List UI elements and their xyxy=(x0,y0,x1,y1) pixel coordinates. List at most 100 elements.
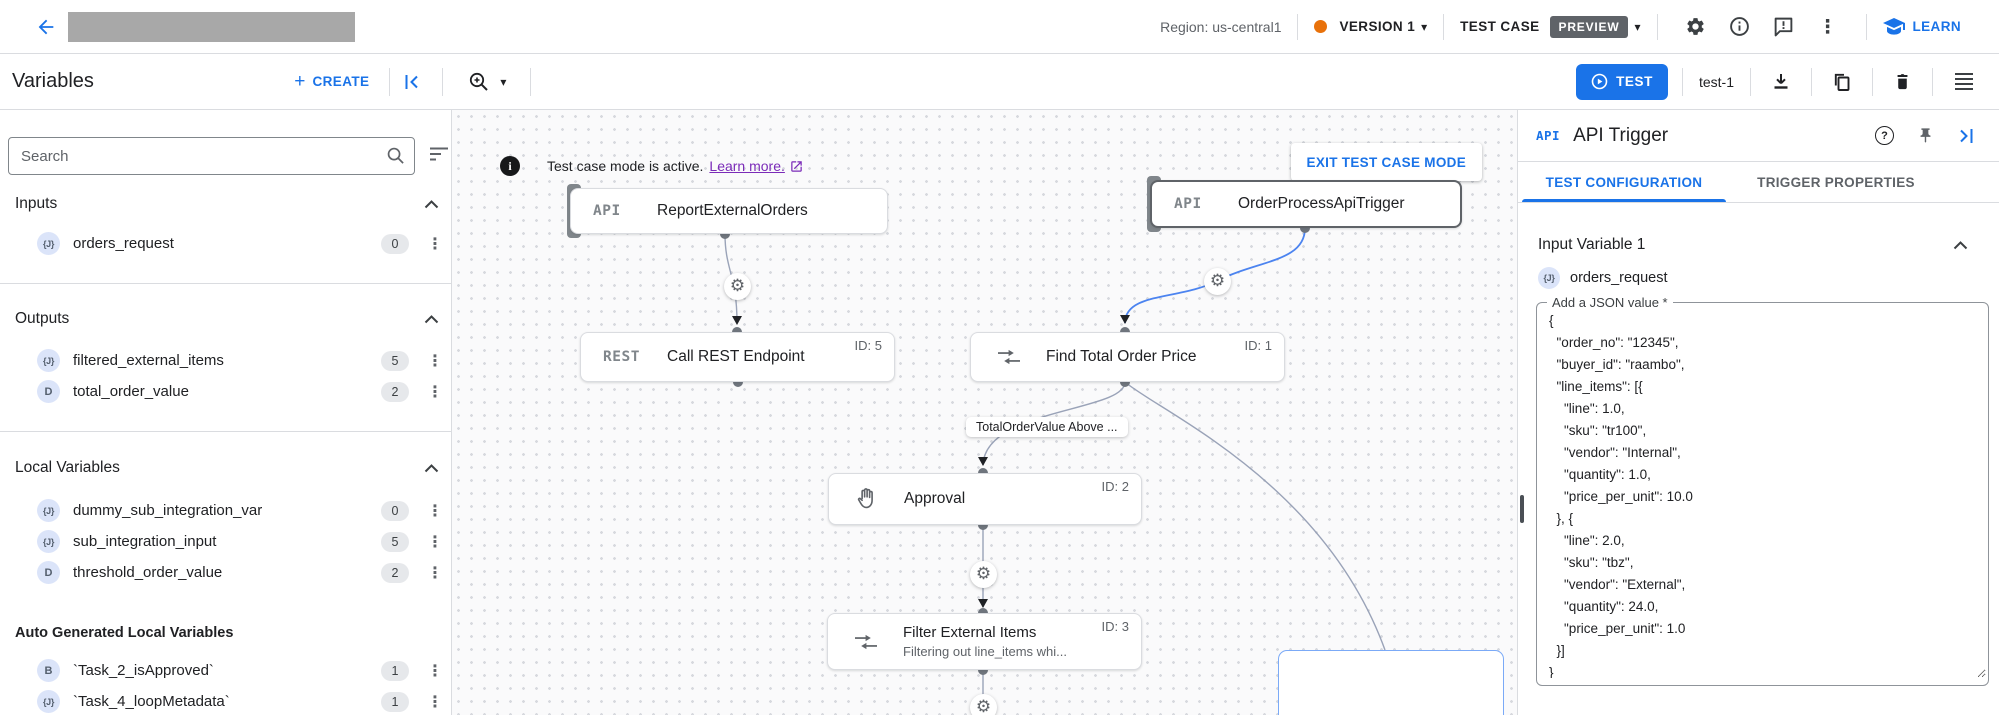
divider xyxy=(1811,67,1812,96)
kebab-menu-icon[interactable] xyxy=(427,563,443,583)
test-case-label: TEST CASE xyxy=(1460,19,1540,34)
search-icon[interactable] xyxy=(386,146,405,170)
double-type-icon: D xyxy=(37,561,60,584)
json-type-icon: {J} xyxy=(37,232,60,255)
kebab-menu-icon[interactable] xyxy=(427,661,443,681)
variable-row[interactable]: D threshold_order_value 2 xyxy=(0,557,451,588)
inputs-section-header: Inputs xyxy=(0,195,451,213)
node-subtitle: Filtering out line_items whi... xyxy=(903,644,1068,659)
node-id-label: ID: 3 xyxy=(1101,619,1129,634)
integration-canvas[interactable]: Test case mode is active. Learn more. EX… xyxy=(452,110,1517,715)
kebab-menu-icon[interactable] xyxy=(427,532,443,552)
chevron-up-icon[interactable] xyxy=(420,460,443,477)
kebab-menu-icon[interactable] xyxy=(427,234,443,254)
chevron-up-icon[interactable] xyxy=(1949,237,1972,254)
section-title: Outputs xyxy=(15,310,70,327)
learn-more-link[interactable]: Learn more. xyxy=(709,158,785,174)
usage-count-badge: 0 xyxy=(381,500,409,521)
task-node-find-total-order-price[interactable]: Find Total Order Price ID: 1 xyxy=(970,332,1285,382)
kebab-menu-icon[interactable] xyxy=(427,692,443,712)
tab-test-configuration[interactable]: TEST CONFIGURATION xyxy=(1518,162,1730,202)
collapse-panel-right-icon[interactable] xyxy=(1957,127,1975,145)
create-variable-button[interactable]: CREATE xyxy=(294,72,370,91)
preview-dropdown[interactable]: PREVIEW xyxy=(1540,15,1641,38)
variables-toolbar: Variables CREATE TEST test-1 xyxy=(0,54,1999,110)
divider xyxy=(1443,13,1445,40)
log-list-icon[interactable] xyxy=(1955,72,1973,91)
test-case-name[interactable]: test-1 xyxy=(1698,73,1734,90)
api-tag: API xyxy=(593,203,621,219)
task-node-filter-external-items[interactable]: Filter External Items Filtering out line… xyxy=(827,613,1142,670)
usage-count-badge: 0 xyxy=(381,233,409,254)
plus-icon xyxy=(294,72,306,91)
partial-node-bottom-right[interactable] xyxy=(1278,650,1504,715)
section-title: Auto Generated Local Variables xyxy=(15,625,234,641)
exit-test-case-mode-button[interactable]: EXIT TEST CASE MODE xyxy=(1290,143,1482,181)
variable-row[interactable]: {J} orders_request 0 xyxy=(0,228,451,259)
json-value-textarea[interactable]: { "order_no": "12345", "buyer_id": "raam… xyxy=(1539,310,1986,678)
variable-row[interactable]: {J} sub_integration_input 5 xyxy=(0,526,451,557)
node-title: OrderProcessApiTrigger xyxy=(1238,195,1405,212)
sort-icon[interactable] xyxy=(429,146,449,167)
divider xyxy=(442,67,444,96)
test-mode-banner: Test case mode is active. Learn more. xyxy=(500,156,803,176)
pin-icon[interactable] xyxy=(1917,127,1934,144)
help-icon[interactable] xyxy=(1875,126,1894,145)
variable-row[interactable]: {J} dummy_sub_integration_var 0 xyxy=(0,495,451,526)
chevron-down-icon xyxy=(494,73,506,91)
info-icon[interactable] xyxy=(1728,15,1752,39)
trigger-node-order-process-api-trigger[interactable]: API OrderProcessApiTrigger xyxy=(1150,180,1462,228)
kebab-menu-icon[interactable] xyxy=(427,351,443,371)
delete-trash-icon[interactable] xyxy=(1893,72,1912,91)
task-node-call-rest-endpoint[interactable]: REST Call REST Endpoint ID: 5 xyxy=(580,332,895,382)
task-node-approval[interactable]: Approval ID: 2 xyxy=(828,473,1142,525)
learn-button[interactable]: LEARN xyxy=(1882,17,1962,36)
learn-label: LEARN xyxy=(1912,19,1961,34)
divider xyxy=(389,67,391,96)
node-title: Find Total Order Price xyxy=(1046,348,1197,365)
more-options-kebab-icon[interactable] xyxy=(1816,15,1840,39)
trigger-node-report-external-orders[interactable]: API ReportExternalOrders xyxy=(570,188,888,234)
usage-count-badge: 1 xyxy=(381,660,409,681)
kebab-menu-icon[interactable] xyxy=(427,501,443,521)
test-button[interactable]: TEST xyxy=(1576,63,1668,100)
edge-config-gear-icon[interactable] xyxy=(970,561,997,588)
variable-row[interactable]: {J} `Task_4_loopMetadata` 1 xyxy=(0,686,451,715)
chevron-up-icon[interactable] xyxy=(420,196,443,213)
chevron-up-icon[interactable] xyxy=(420,311,443,328)
edge-config-gear-icon[interactable] xyxy=(724,273,751,300)
feedback-icon[interactable] xyxy=(1772,15,1796,39)
download-icon[interactable] xyxy=(1771,72,1791,92)
variable-name: sub_integration_input xyxy=(73,533,217,550)
variable-name: `Task_4_loopMetadata` xyxy=(73,693,230,710)
edge-config-gear-icon[interactable] xyxy=(1204,268,1231,295)
edge-condition-label[interactable]: TotalOrderValue Above ... xyxy=(966,417,1128,437)
external-link-icon[interactable] xyxy=(790,160,803,173)
settings-gear-icon[interactable] xyxy=(1684,15,1708,39)
collapse-panel-left-icon[interactable] xyxy=(403,73,421,91)
tab-trigger-properties[interactable]: TRIGGER PROPERTIES xyxy=(1757,174,1915,190)
kebab-menu-icon[interactable] xyxy=(427,382,443,402)
variable-row[interactable]: D total_order_value 2 xyxy=(0,376,451,407)
chevron-down-icon xyxy=(1628,18,1640,36)
double-type-icon: D xyxy=(37,380,60,403)
usage-count-badge: 1 xyxy=(381,691,409,712)
variable-name: orders_request xyxy=(73,235,174,252)
divider xyxy=(0,283,451,284)
copy-icon[interactable] xyxy=(1832,72,1852,92)
variable-row[interactable]: B `Task_2_isApproved` 1 xyxy=(0,655,451,686)
back-icon[interactable] xyxy=(34,15,58,39)
panel-scrollbar-thumb[interactable] xyxy=(1520,495,1524,523)
panel-title: API Trigger xyxy=(1573,124,1669,146)
variable-name: `Task_2_isApproved` xyxy=(73,662,214,679)
divider xyxy=(1297,13,1299,40)
search-input[interactable] xyxy=(8,137,415,175)
canvas-zoom-dropdown[interactable] xyxy=(468,71,506,93)
variable-row[interactable]: {J} filtered_external_items 5 xyxy=(0,345,451,376)
graduation-cap-icon xyxy=(1882,17,1905,35)
variable-name: threshold_order_value xyxy=(73,564,223,581)
edge-config-gear-icon[interactable] xyxy=(970,694,997,715)
data-mapping-icon xyxy=(995,347,1023,367)
variable-name: dummy_sub_integration_var xyxy=(73,502,263,519)
version-dropdown[interactable]: VERSION 1 xyxy=(1339,18,1427,36)
